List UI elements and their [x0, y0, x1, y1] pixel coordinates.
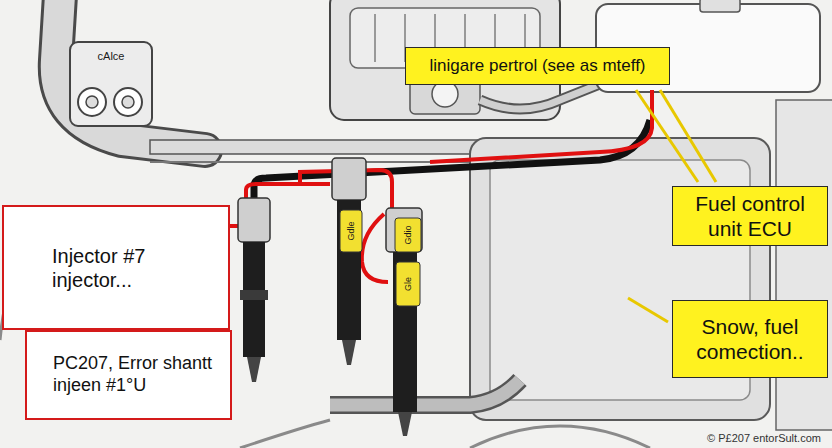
injector-tip — [247, 357, 261, 382]
coolant-hose — [480, 84, 600, 109]
gauge-hub — [122, 96, 134, 108]
injector-connector — [332, 158, 366, 200]
injector-wire — [362, 214, 388, 282]
intake-pipe — [56, 0, 205, 150]
gauge-hub — [86, 96, 98, 108]
leader-line — [628, 298, 668, 322]
tag-label: Gdio — [404, 225, 413, 244]
coolant-hose-outline — [480, 84, 600, 109]
air-box — [70, 42, 152, 126]
cross-rail — [150, 161, 470, 163]
injector-collar — [240, 290, 268, 300]
injector-connector — [238, 198, 270, 242]
supply-wire — [430, 90, 652, 162]
injector-tip — [398, 412, 412, 436]
tag-label: Gle — [404, 277, 413, 291]
injector-tag — [340, 210, 362, 252]
callout-box: linigare pertrol (see as mteff) — [405, 47, 670, 85]
injector-connector — [386, 208, 422, 252]
injector-tag — [396, 262, 420, 306]
leader-line — [660, 90, 716, 182]
lower-hose-outline — [330, 380, 520, 405]
reservoir-cap — [700, 0, 740, 12]
bumper-line — [240, 420, 330, 448]
intake-pipe-outline — [56, 0, 205, 150]
cover-rib — [374, 14, 376, 62]
gauge-ring — [114, 88, 142, 116]
callout-box: Snow, fuel comection.. — [672, 300, 828, 378]
callout-box: Fuel control unit ECU — [672, 186, 828, 246]
gauge-ring — [78, 88, 106, 116]
callout-text: Injector #7 injector... — [52, 244, 208, 292]
part-label: cAlce — [98, 51, 125, 62]
error-box: PC207, Error shantt injeen #1°U — [25, 330, 232, 420]
callout-text: linigare pertrol (see as mteff) — [418, 56, 657, 76]
injector-tip — [342, 340, 356, 365]
tag-label: Gdle — [347, 221, 356, 240]
callout-text: PC207, Error shantt injeen #1°U — [53, 353, 222, 396]
cross-member — [150, 140, 480, 154]
watermark: © P£207 entorSult.com — [707, 433, 821, 444]
callout-text: Snow, fuel comection.. — [683, 314, 817, 364]
side-panel — [776, 100, 832, 430]
lower-hose — [330, 380, 520, 405]
fan-shroud — [470, 426, 650, 448]
callout-text: Fuel control unit ECU — [681, 191, 819, 241]
injector-tag — [395, 218, 421, 252]
error-box: Injector #7 injector... — [2, 205, 230, 330]
injector-body — [337, 200, 361, 340]
